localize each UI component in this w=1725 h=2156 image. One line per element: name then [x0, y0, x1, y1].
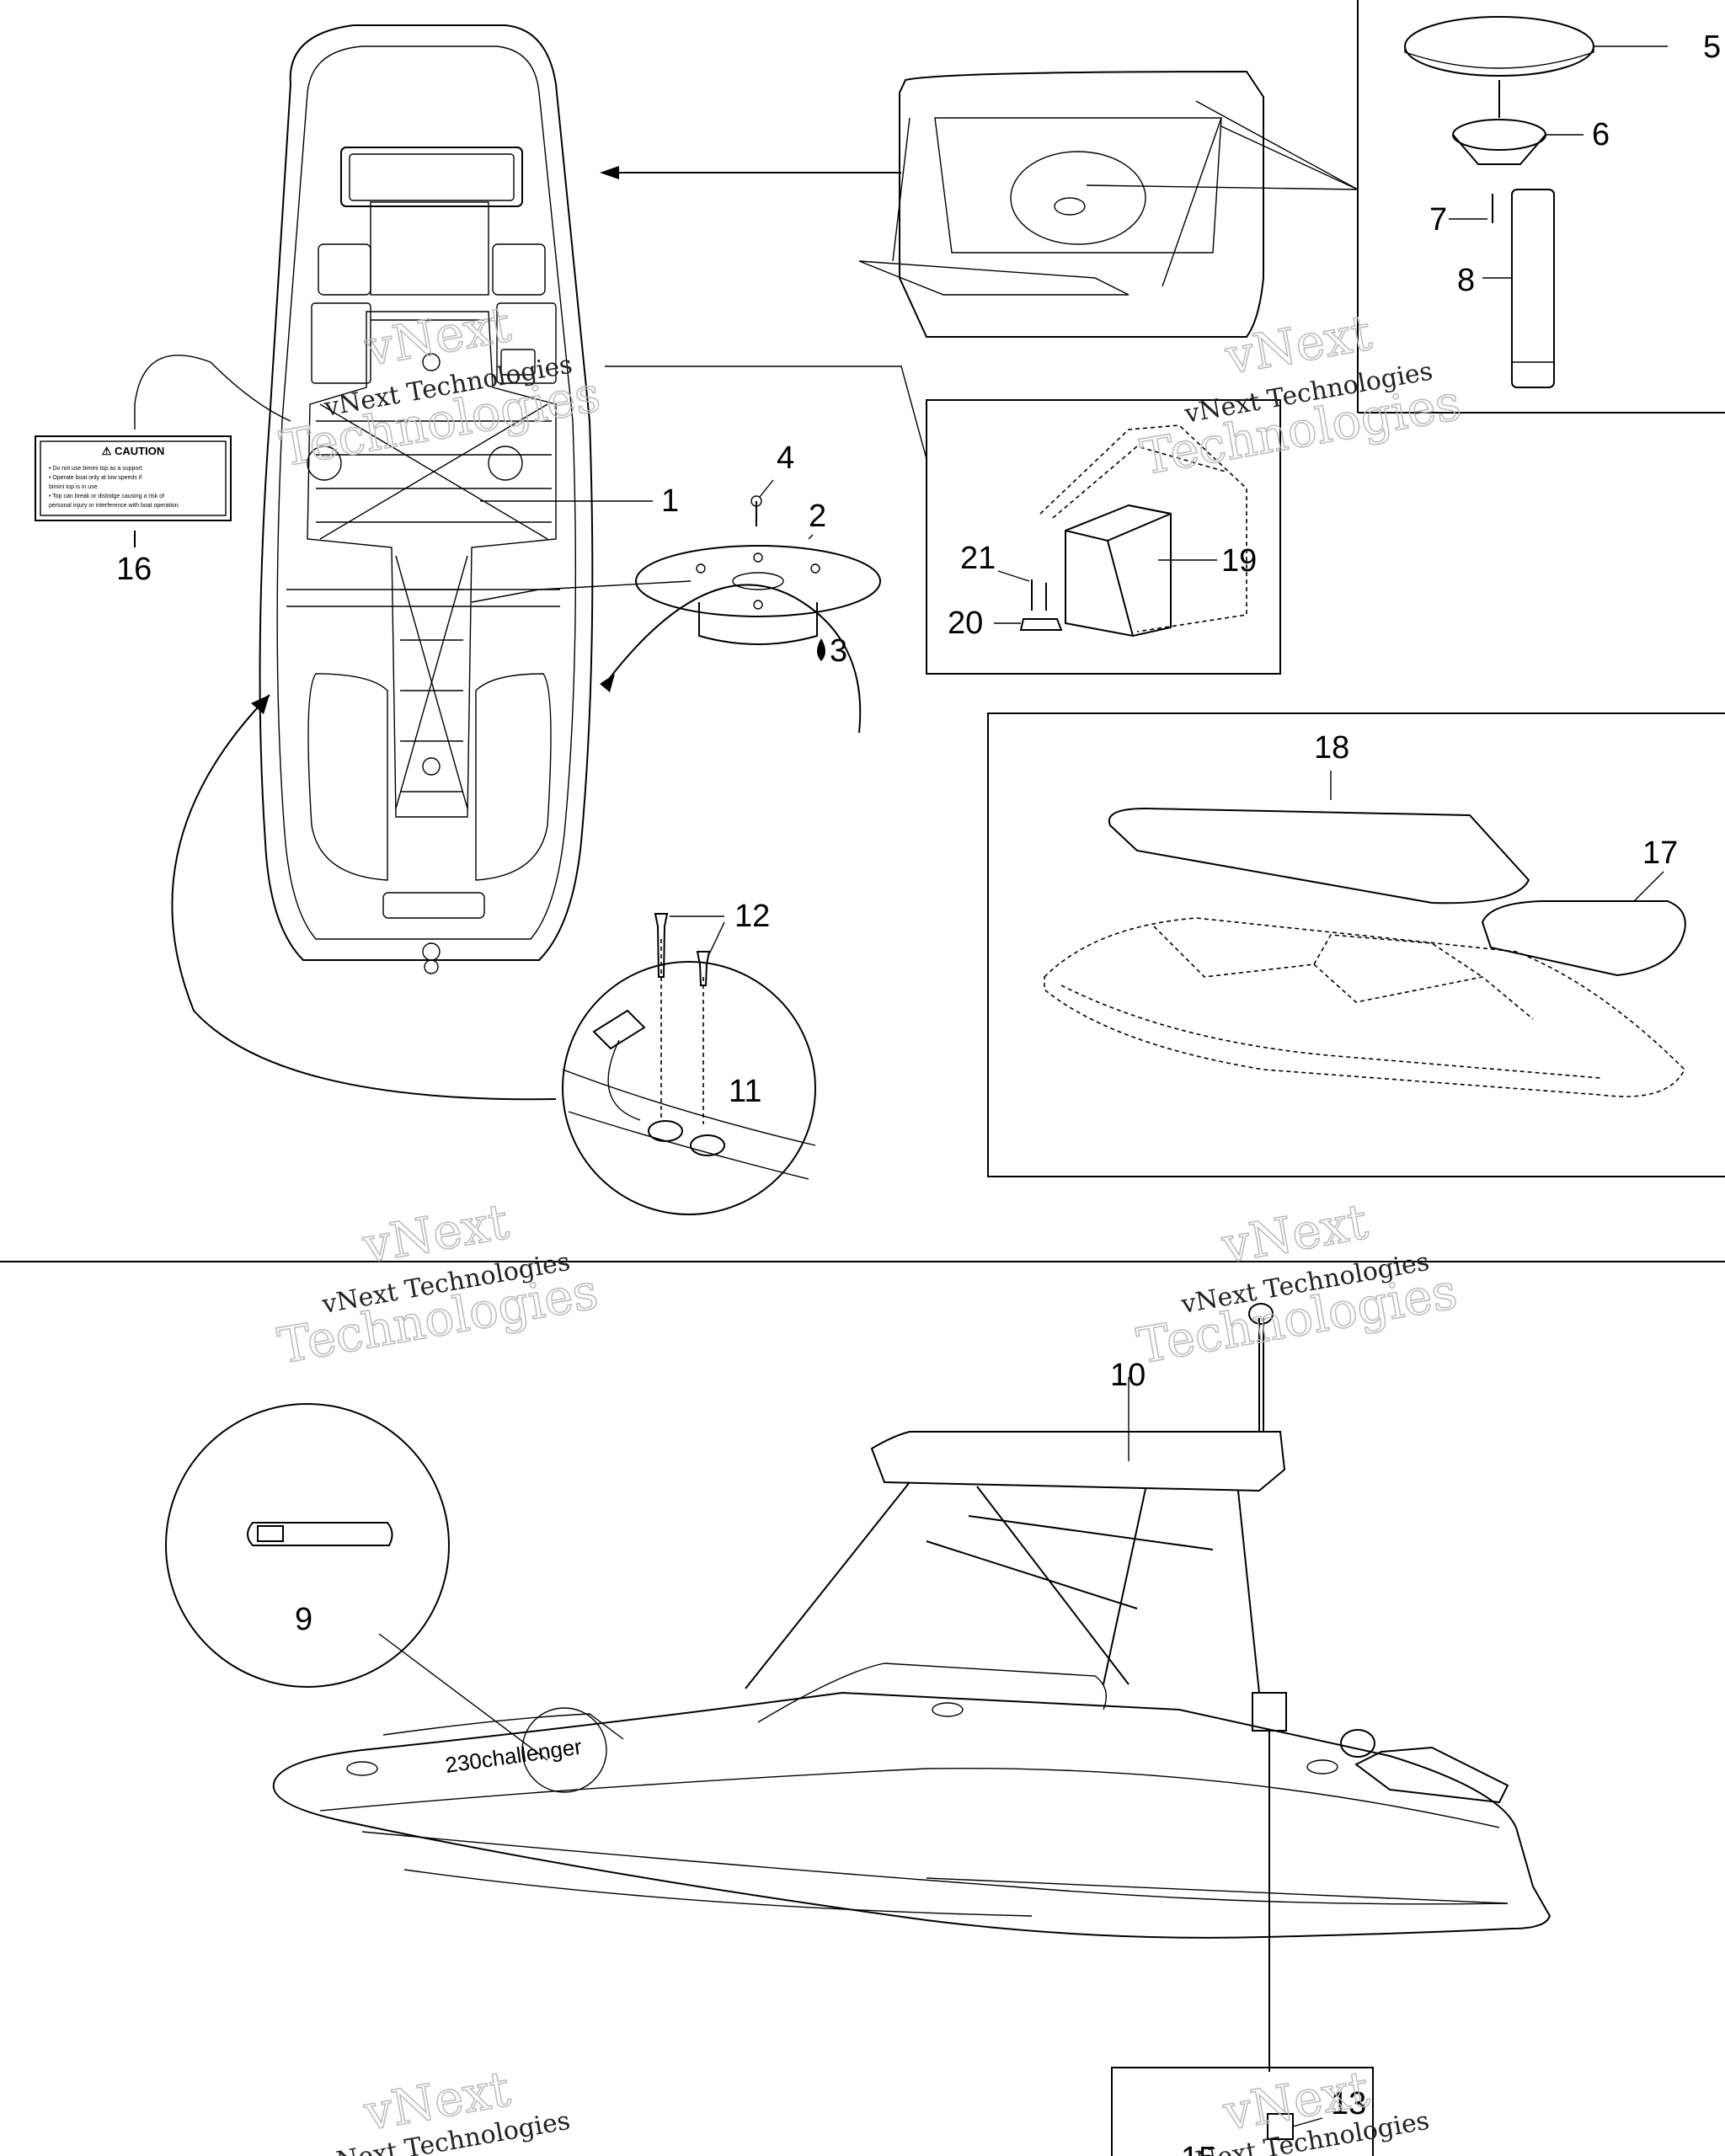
bottom-detail — [1267, 2113, 1323, 2140]
hull-decal: 230challenger — [444, 1733, 584, 1777]
callout-5: 5 — [1703, 29, 1721, 65]
caution-line-4: • Top can break or dislodge causing a ri… — [49, 494, 164, 499]
caution-title: ⚠ CAUTION — [102, 445, 164, 457]
table-top-parts — [1404, 16, 1668, 388]
callout-6: 6 — [1592, 117, 1610, 152]
callout-13: 13 — [1331, 2086, 1366, 2121]
caution-line-3: bimini top is in use. — [49, 484, 99, 490]
callout-1: 1 — [661, 483, 679, 519]
callout-17: 17 — [1642, 835, 1678, 871]
callout-10: 10 — [1110, 1358, 1146, 1393]
storage-compartment — [858, 70, 1359, 338]
callout-21: 21 — [960, 541, 996, 576]
callout-18: 18 — [1314, 730, 1349, 766]
boat-side-view: 230challenger — [165, 1303, 1551, 2072]
callout-12: 12 — [734, 899, 770, 934]
callout-2: 2 — [809, 499, 826, 534]
boat-top-view — [259, 24, 594, 974]
callout-15: 15 — [1181, 2141, 1216, 2156]
callout-11: 11 — [729, 1074, 761, 1109]
callout-4: 4 — [777, 440, 794, 476]
callout-7: 7 — [1429, 202, 1447, 237]
cooler-insert — [994, 424, 1247, 638]
callout-19: 19 — [1221, 543, 1257, 579]
tie-down-detail — [562, 913, 816, 1215]
callout-16: 16 — [116, 552, 152, 587]
caution-line-5: personal injury or interference with boa… — [49, 503, 180, 509]
callout-3: 3 — [830, 633, 847, 669]
flow-arrows — [134, 166, 927, 1101]
seat-covers — [1044, 771, 1686, 1097]
callout-9: 9 — [295, 1602, 312, 1637]
callout-8: 8 — [1457, 263, 1475, 298]
caution-line-2: • Operate boat only at low speeds if — [49, 475, 142, 481]
table-base-parts — [471, 479, 881, 661]
callout-labels: 1 2 3 4 5 6 7 8 9 10 11 12 13 15 16 17 1… — [116, 29, 1721, 2156]
caution-line-1: • Do not use bimini top as a support. — [49, 466, 144, 472]
caution-label: ⚠ CAUTION • Do not use bimini top as a s… — [35, 435, 232, 547]
callout-20: 20 — [948, 606, 983, 641]
